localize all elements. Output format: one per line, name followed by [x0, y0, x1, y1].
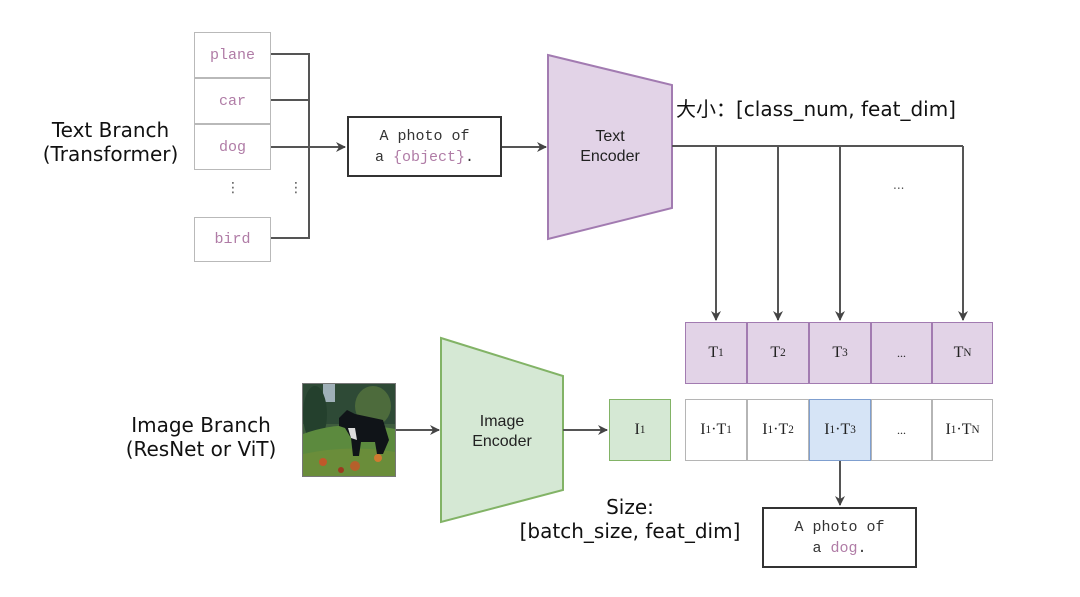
text-encoder-label: Text Encoder	[580, 128, 640, 165]
class-item-dog: dog	[194, 124, 271, 170]
class-connector	[271, 53, 346, 239]
image-branch-label: Image Branch (ResNet or ViT)	[106, 413, 296, 461]
prompt-line2: a {object}.	[374, 148, 475, 166]
text-encoder-shape	[547, 53, 673, 241]
class-item-bird: bird	[194, 217, 271, 262]
class-ellipsis: ⋮	[226, 180, 240, 196]
class-item-plane: plane	[194, 32, 271, 78]
text-branch-subtitle: (Transformer)	[42, 142, 179, 166]
image-branch-title: Image Branch	[131, 413, 271, 437]
class-item-car: car	[194, 78, 271, 124]
result-line2: a dog.	[812, 539, 867, 557]
text-feature-cell: ...	[871, 322, 932, 384]
prompt-variable: {object}	[392, 148, 465, 166]
image-encoder-shape	[440, 336, 564, 524]
similarity-cell: ...	[871, 399, 932, 461]
text-size-label: 大小：[class_num, feat_dim]	[676, 97, 956, 121]
result-prediction-box: A photo of a dog.	[762, 507, 917, 568]
result-class: dog	[830, 539, 858, 557]
feature-ellipsis: ...	[893, 178, 905, 192]
image-encoder-label: Image Encoder	[472, 413, 532, 450]
connector-ellipsis: ⋮	[289, 180, 303, 196]
text-branch-label: Text Branch (Transformer)	[28, 118, 193, 166]
text-feature-bus	[672, 145, 968, 321]
input-dog-image	[302, 383, 396, 477]
prompt-line1: A photo of	[379, 127, 470, 145]
image-size-label: Size: [batch_size, feat_dim]	[519, 495, 741, 543]
text-branch-title: Text Branch	[51, 118, 170, 142]
image-branch-subtitle: (ResNet or ViT)	[125, 437, 277, 461]
prompt-template-box: A photo of a {object}.	[347, 116, 502, 177]
result-line1: A photo of	[794, 518, 885, 536]
